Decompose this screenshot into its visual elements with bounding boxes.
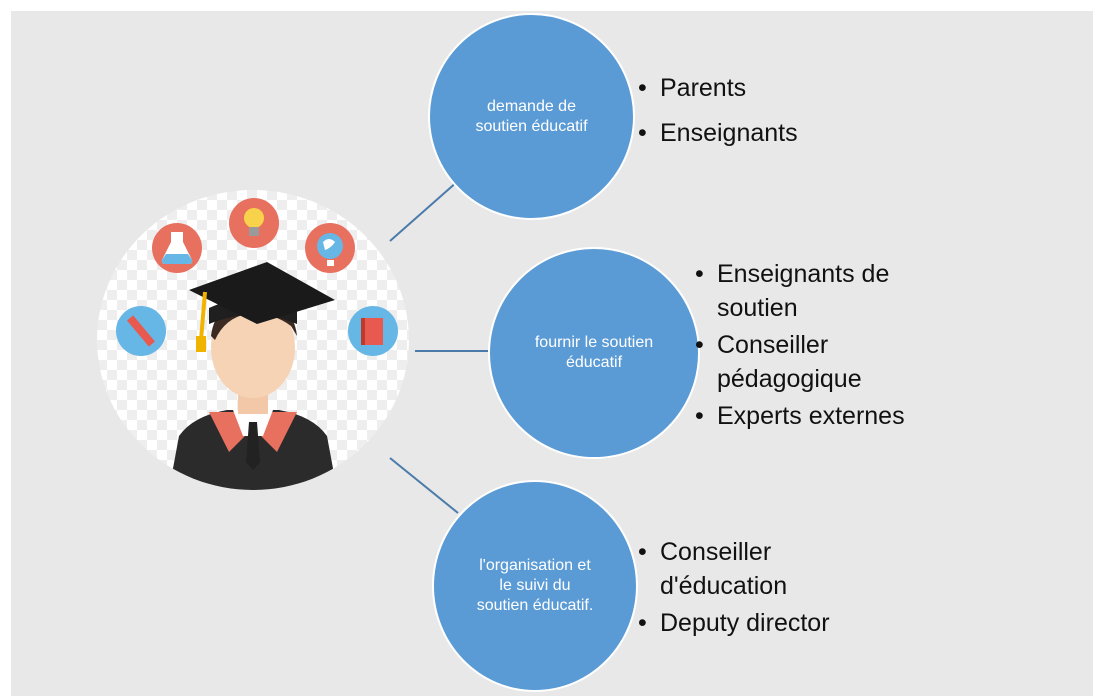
node-3-bullet-list: Conseiller d'éducation Deputy director [638, 535, 878, 643]
node-demande-soutien: demande de soutien éducatif [428, 13, 635, 220]
node-organisation-suivi: l'organisation et le suivi du soutien éd… [432, 480, 638, 692]
node-1-bullet-list: Parents Enseignants [638, 71, 858, 161]
node-fournir-soutien: fournir le soutien éducatif [488, 247, 700, 459]
list-item: Enseignants [638, 116, 858, 150]
node-label: demande de soutien éducatif [475, 97, 588, 135]
connector-line-1 [389, 180, 459, 242]
book-icon [348, 306, 398, 356]
node-label: l'organisation et le suivi du soutien éd… [476, 557, 594, 614]
hub-graduate-illustration [97, 190, 409, 490]
node-label: fournir le soutien éducatif [534, 334, 654, 371]
list-item: Conseiller d'éducation [638, 535, 878, 603]
flask-icon [152, 223, 202, 273]
list-item: Enseignants de soutien [695, 257, 955, 325]
list-item: Experts externes [695, 399, 955, 433]
ruler-icon [116, 306, 166, 356]
node-2-bullet-list: Enseignants de soutien Conseiller pédago… [695, 257, 955, 436]
lightbulb-icon [229, 198, 279, 248]
graduate-avatar [169, 262, 337, 490]
globe-icon [305, 223, 355, 273]
list-item: Parents [638, 71, 858, 105]
list-item: Conseiller pédagogique [695, 328, 955, 396]
list-item: Deputy director [638, 606, 878, 640]
connector-line-3 [389, 457, 459, 514]
